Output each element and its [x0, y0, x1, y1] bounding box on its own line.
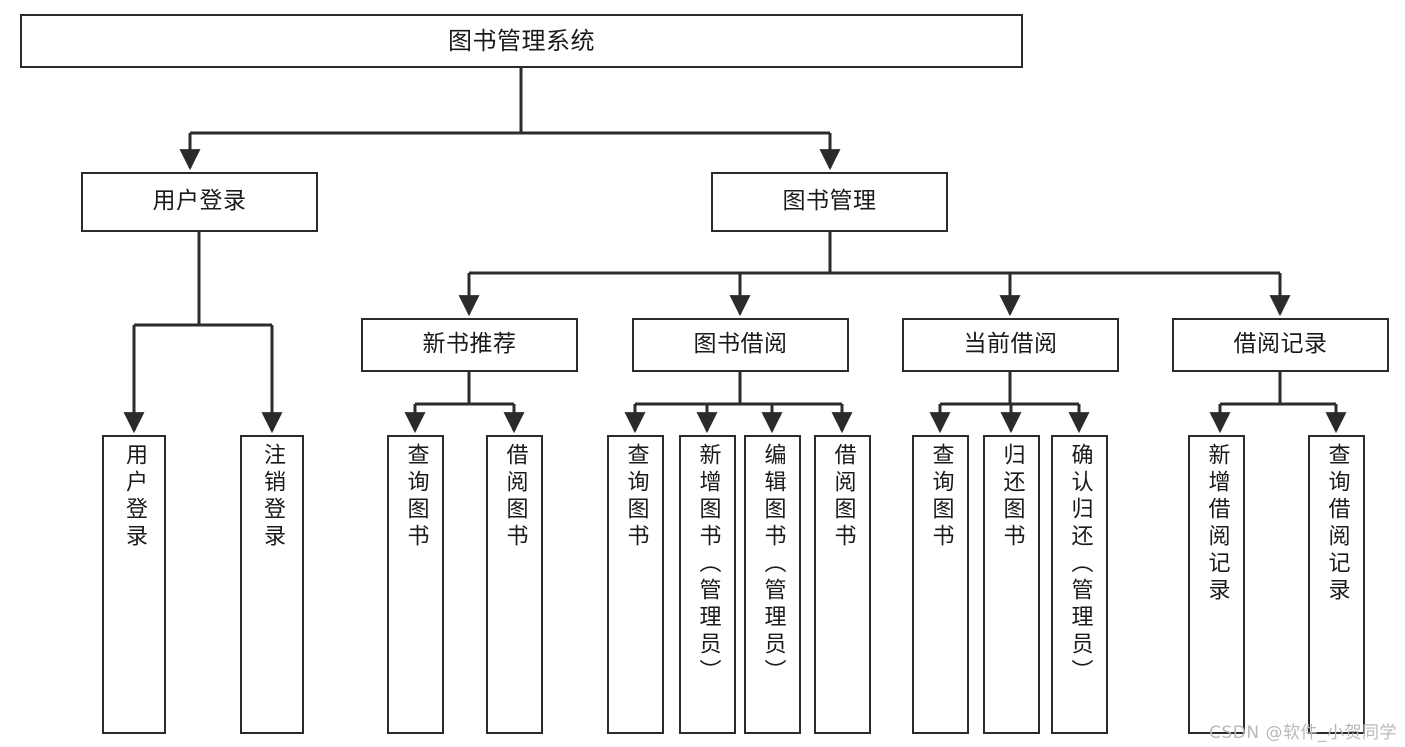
leaf-bookborrow-add-book[interactable]: 新增图书（管理员）	[679, 435, 736, 734]
node-new-book-recommend[interactable]: 新书推荐	[361, 318, 578, 372]
leaf-user-login-label: 用户登录	[121, 443, 147, 551]
node-current-borrow-label: 当前借阅	[963, 331, 1058, 358]
leaf-logout-label: 注销登录	[259, 443, 285, 551]
node-borrow-record-label: 借阅记录	[1233, 331, 1328, 358]
csdn-watermark: CSDN @软件_小贺同学	[1209, 723, 1397, 743]
node-user-login[interactable]: 用户登录	[81, 172, 318, 232]
leaf-borrowrecord-query-record[interactable]: 查询借阅记录	[1308, 435, 1365, 734]
leaf-newbook-borrow-book-label: 借阅图书	[502, 443, 528, 551]
leaf-bookborrow-edit-book[interactable]: 编辑图书（管理员）	[744, 435, 801, 734]
leaf-bookborrow-edit-book-label: 编辑图书（管理员）	[760, 443, 786, 686]
node-book-borrow-label: 图书借阅	[693, 331, 788, 358]
leaf-newbook-borrow-book[interactable]: 借阅图书	[486, 435, 543, 734]
leaf-currentborrow-query-book-label: 查询图书	[928, 443, 954, 551]
leaf-logout[interactable]: 注销登录	[240, 435, 304, 734]
node-borrow-record[interactable]: 借阅记录	[1172, 318, 1389, 372]
node-new-book-recommend-label: 新书推荐	[422, 331, 517, 358]
node-root[interactable]: 图书管理系统	[20, 14, 1023, 68]
leaf-currentborrow-return-book[interactable]: 归还图书	[983, 435, 1040, 734]
leaf-bookborrow-borrow-book-label: 借阅图书	[830, 443, 856, 551]
leaf-borrowrecord-query-record-label: 查询借阅记录	[1324, 443, 1350, 605]
leaf-borrowrecord-add-record[interactable]: 新增借阅记录	[1188, 435, 1245, 734]
leaf-newbook-query-book[interactable]: 查询图书	[387, 435, 444, 734]
leaf-bookborrow-query-book-label: 查询图书	[623, 443, 649, 551]
leaf-currentborrow-query-book[interactable]: 查询图书	[912, 435, 969, 734]
leaf-currentborrow-confirm-return-label: 确认归还（管理员）	[1067, 443, 1093, 686]
node-user-login-label: 用户登录	[152, 188, 247, 215]
leaf-currentborrow-confirm-return[interactable]: 确认归还（管理员）	[1051, 435, 1108, 734]
leaf-user-login[interactable]: 用户登录	[102, 435, 166, 734]
node-root-label: 图书管理系统	[448, 26, 595, 55]
leaf-currentborrow-return-book-label: 归还图书	[999, 443, 1025, 551]
leaf-bookborrow-borrow-book[interactable]: 借阅图书	[814, 435, 871, 734]
node-current-borrow[interactable]: 当前借阅	[902, 318, 1119, 372]
leaf-borrowrecord-add-record-label: 新增借阅记录	[1204, 443, 1230, 605]
leaf-bookborrow-add-book-label: 新增图书（管理员）	[695, 443, 721, 686]
leaf-newbook-query-book-label: 查询图书	[403, 443, 429, 551]
node-book-management[interactable]: 图书管理	[711, 172, 948, 232]
node-book-borrow[interactable]: 图书借阅	[632, 318, 849, 372]
leaf-bookborrow-query-book[interactable]: 查询图书	[607, 435, 664, 734]
node-book-management-label: 图书管理	[782, 188, 877, 215]
